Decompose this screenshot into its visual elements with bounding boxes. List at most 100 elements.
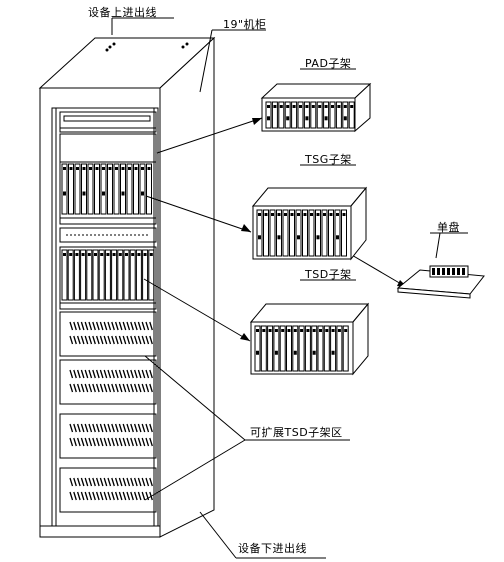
top-cable-entry bbox=[105, 42, 189, 52]
label-pad: PAD子架 bbox=[305, 57, 352, 70]
rack-tsg-card bbox=[133, 163, 139, 215]
tsg-card bbox=[341, 209, 347, 257]
tsd-card bbox=[304, 325, 311, 372]
rack-tsd-card bbox=[148, 249, 155, 301]
board-chip bbox=[457, 268, 460, 275]
pad-card bbox=[278, 101, 285, 129]
board-chip bbox=[452, 268, 455, 275]
rack-tsg-card bbox=[120, 163, 126, 215]
pad-card bbox=[329, 101, 336, 129]
rack-tsd-card bbox=[123, 249, 130, 301]
board-chip bbox=[462, 268, 465, 275]
label-tsg: TSG子架 bbox=[305, 153, 352, 166]
pad-card bbox=[316, 101, 323, 129]
pad-card bbox=[265, 101, 272, 129]
rack-tsg-card bbox=[126, 163, 133, 215]
vent-panel bbox=[59, 359, 157, 405]
board-chip bbox=[442, 268, 445, 275]
tsg-card bbox=[315, 209, 321, 257]
tsd-card bbox=[317, 325, 324, 372]
tsd-subrack bbox=[249, 302, 370, 376]
leader-lines bbox=[111, 17, 468, 559]
label-cabinet: 19"机柜 bbox=[223, 18, 267, 31]
pad-card bbox=[348, 101, 355, 129]
rack-tsg-card bbox=[61, 163, 68, 215]
rack-tsg-card bbox=[107, 163, 113, 215]
rack-tsd-card bbox=[92, 249, 99, 301]
cabinet bbox=[38, 36, 216, 538]
pad-card bbox=[297, 101, 304, 129]
tsg-subrack bbox=[251, 186, 368, 261]
rack-tsd-card bbox=[104, 249, 111, 301]
rack-tsg-card bbox=[74, 163, 81, 215]
tsg-card bbox=[276, 209, 282, 257]
tsd-card bbox=[254, 325, 261, 372]
rack-tsd-cards bbox=[61, 249, 155, 301]
rack-tsg-card bbox=[94, 163, 100, 215]
rack-tsd-card bbox=[61, 249, 68, 301]
pad-card bbox=[291, 101, 298, 129]
tsg-card bbox=[321, 209, 328, 257]
rack-tsg-subrack bbox=[59, 133, 157, 225]
rack-tsg-card bbox=[100, 163, 107, 215]
rack-tsg-card bbox=[113, 163, 120, 215]
board-chip bbox=[437, 268, 440, 275]
rack-tsd-card bbox=[98, 249, 105, 301]
rack-tsg-card bbox=[87, 163, 94, 215]
pad-card bbox=[310, 101, 317, 129]
rack-expand-area bbox=[59, 311, 157, 513]
label-top-cable: 设备上进出线 bbox=[88, 6, 157, 19]
rack-tsg-card bbox=[68, 163, 74, 215]
rack-tsd-card bbox=[86, 249, 93, 301]
rack-tsd-card bbox=[67, 249, 74, 301]
rack-tsg-card bbox=[139, 163, 146, 215]
tsd-card bbox=[260, 325, 267, 372]
rack-tsd-subrack bbox=[59, 246, 157, 310]
pad-subrack bbox=[260, 82, 372, 133]
board-chip bbox=[447, 268, 450, 275]
pad-card bbox=[284, 101, 291, 129]
tsd-card bbox=[286, 325, 292, 372]
tsg-card bbox=[328, 209, 334, 257]
vent-panel bbox=[59, 311, 157, 357]
rack-tsd-card bbox=[142, 249, 149, 301]
pad-card bbox=[303, 101, 310, 129]
vent-panel bbox=[59, 413, 157, 459]
rack-tsd-card bbox=[73, 249, 80, 301]
label-tsd: TSD子架 bbox=[305, 268, 352, 281]
tsd-card bbox=[292, 325, 299, 372]
tsd-card bbox=[267, 325, 274, 372]
vent-panel bbox=[59, 467, 157, 513]
pad-card bbox=[342, 101, 349, 129]
tsg-card bbox=[269, 209, 276, 257]
tsg-card bbox=[263, 209, 269, 257]
tsd-card bbox=[298, 325, 305, 372]
rack-tsg-card bbox=[146, 163, 152, 215]
label-board: 单盘 bbox=[437, 221, 460, 234]
rack-blank-panel bbox=[59, 227, 157, 243]
single-board bbox=[396, 265, 485, 299]
tsg-card bbox=[282, 209, 289, 257]
rack-tsd-card bbox=[135, 249, 142, 301]
tsg-card bbox=[334, 209, 341, 257]
label-bottom-cable: 设备下进出线 bbox=[238, 542, 307, 555]
tsg-card bbox=[289, 209, 295, 257]
rack-tsd-card bbox=[111, 249, 118, 301]
tsd-card bbox=[273, 325, 280, 372]
tsd-card bbox=[336, 325, 343, 372]
tsg-card bbox=[302, 209, 308, 257]
rack-tsd-card bbox=[129, 249, 136, 301]
tsd-card bbox=[330, 325, 337, 372]
pad-card bbox=[335, 101, 342, 129]
board-chip bbox=[432, 268, 435, 275]
tsg-card bbox=[308, 209, 315, 257]
tsd-card bbox=[311, 325, 318, 372]
rack-tsg-card bbox=[81, 163, 87, 215]
rack-pad-subrack bbox=[59, 111, 157, 133]
label-expand: 可扩展TSD子架区 bbox=[250, 426, 343, 439]
tsd-card bbox=[279, 325, 286, 372]
tsg-card bbox=[295, 209, 302, 257]
rack-tsd-card bbox=[80, 249, 87, 301]
